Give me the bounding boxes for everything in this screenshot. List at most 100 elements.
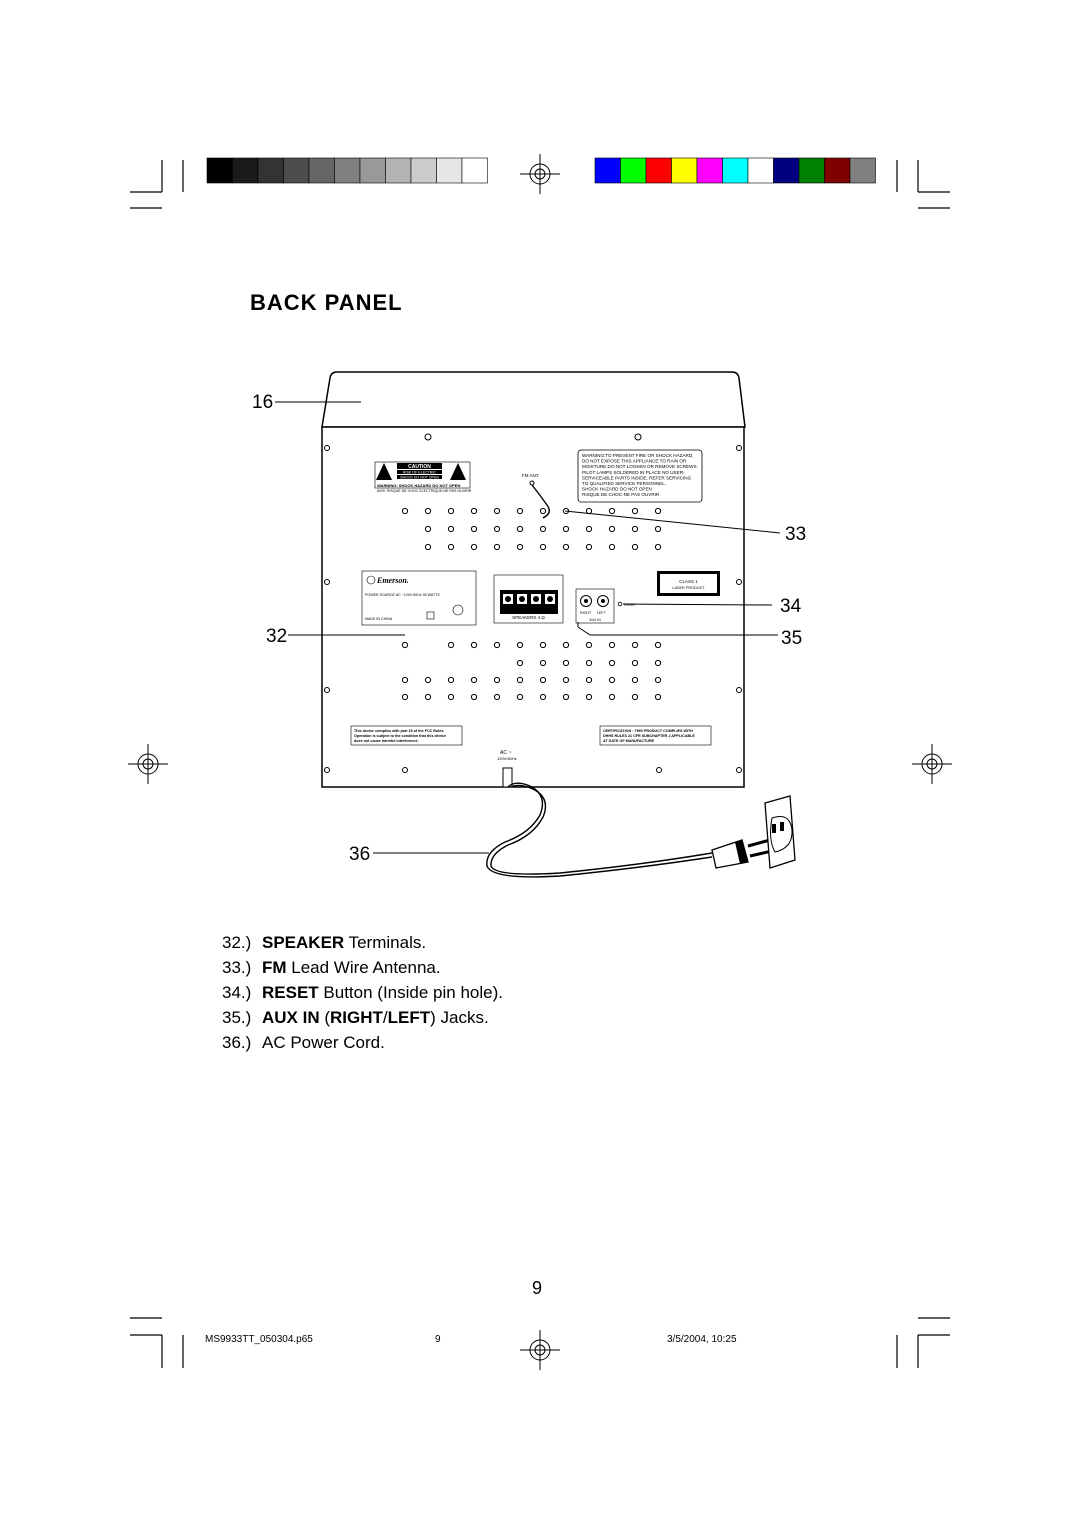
vent-hole [539,676,547,684]
vent-hole [654,641,662,649]
vent-hole [539,543,547,551]
callout-16: 16 [252,392,274,413]
gray-swatch [334,157,361,184]
desc-item-35: 35.)AUX IN (RIGHT/LEFT) Jacks. [222,1008,489,1028]
vent-hole [608,693,616,701]
vent-hole [608,659,616,667]
gray-swatch [359,157,386,184]
vent-hole [631,676,639,684]
warning-line: PILOT LAMPS SOLDERED IN PLACE NO USER- [582,470,685,475]
footer-filename: MS9933TT_050304.p65 [205,1334,313,1345]
vent-hole [654,659,662,667]
gray-swatch [206,157,233,184]
desc-text: Lead Wire Antenna. [286,958,441,977]
color-swatch [773,157,800,184]
certification-line: CERTIFICATION : THIS PRODUCT COMPLIES WI… [603,729,693,733]
vent-hole [401,641,409,649]
color-swatch [824,157,851,184]
registration-marks [128,154,952,1370]
footer-datetime: 3/5/2004, 10:25 [667,1334,737,1345]
vent-hole [608,525,616,533]
vent-hole [631,659,639,667]
desc-num: 35.) [222,1008,252,1027]
desc-bold: AUX IN [262,1008,320,1027]
vent-hole [424,676,432,684]
gray-swatch [461,157,488,184]
vent-hole [447,641,455,649]
warning-line: DO NOT EXPOSE THIS APPLIANCE TO RAIN OR [582,459,687,464]
gray-swatch [308,157,335,184]
vent-hole [654,507,662,515]
vent-hole [493,525,501,533]
vent-hole [562,693,570,701]
vent-hole [562,676,570,684]
svg-text:LEFT: LEFT [597,611,607,615]
vent-hole [562,525,570,533]
desc-num: 32.) [222,933,252,952]
desc-bold: LEFT [387,1008,431,1027]
vent-hole [654,693,662,701]
desc-item-32: 32.)SPEAKER Terminals. [222,933,426,953]
unit-top [321,371,746,428]
vent-hole [516,507,524,515]
svg-text:MADE IN CHINA: MADE IN CHINA [365,617,393,621]
grayscale-bar [206,157,488,184]
desc-num: 34.) [222,983,252,1002]
screw-holes [324,433,742,773]
color-swatch [645,157,672,184]
vent-hole [585,641,593,649]
vent-holes [401,507,662,701]
vent-hole [516,641,524,649]
power-cord [486,782,713,878]
certification-label [599,725,712,746]
certification-line: DHHS RULES 21 CFR SUBCHAPTER J APPLICABL… [603,734,695,738]
vent-hole [516,676,524,684]
page-title: BACK PANEL [250,290,403,315]
vent-hole [493,676,501,684]
desc-text: Button (Inside pin hole). [318,983,503,1002]
svg-text:POWER SOURCE AC ~120V 60Hz 35: POWER SOURCE AC ~120V 60Hz 35 WATTS [365,593,440,597]
vent-hole [631,693,639,701]
vent-hole [631,543,639,551]
desc-text: / [382,1008,388,1027]
vent-hole [585,543,593,551]
vent-hole [608,543,616,551]
warning-label [577,449,703,503]
desc-bold: SPEAKER [262,933,345,952]
color-bar [594,157,876,184]
vent-hole [424,525,432,533]
svg-text:RISK OF ELECTRIC: RISK OF ELECTRIC [403,471,437,475]
svg-text:AVIS: RISQUE DE CHOC ELECTRIQU: AVIS: RISQUE DE CHOC ELECTRIQUE-NE PAS O… [377,489,472,493]
vent-hole [493,543,501,551]
warning-line: RISQUE DE CHOC-NE PAS OUVRIR [582,492,660,497]
vent-hole [608,641,616,649]
desc-text: AC Power Cord. [262,1033,385,1052]
vent-hole [447,676,455,684]
svg-text:RIGHT: RIGHT [580,611,592,615]
fcc-line: Operation is subject to the condition th… [354,734,446,738]
desc-bold: RIGHT [330,1008,383,1027]
vent-hole [654,525,662,533]
vent-hole [562,659,570,667]
vent-hole [585,525,593,533]
fcc-label [350,725,463,746]
vent-hole [539,641,547,649]
vent-hole [516,525,524,533]
vent-hole [654,543,662,551]
color-swatch [747,157,774,184]
desc-item-33: 33.)FM Lead Wire Antenna. [222,958,441,978]
wall-outlet [764,795,796,869]
vent-hole [516,659,524,667]
vent-hole [539,507,547,515]
color-swatch [696,157,723,184]
color-swatch [620,157,647,184]
svg-text:AC ~: AC ~ [500,750,511,756]
gray-swatch [410,157,437,184]
vent-hole [608,507,616,515]
svg-text:SHOCK DO NOT OPEN: SHOCK DO NOT OPEN [400,476,439,480]
gray-swatch [232,157,259,184]
vent-hole [401,693,409,701]
vent-hole [608,676,616,684]
vent-hole [470,507,478,515]
desc-item-36: 36.)AC Power Cord. [222,1033,385,1053]
